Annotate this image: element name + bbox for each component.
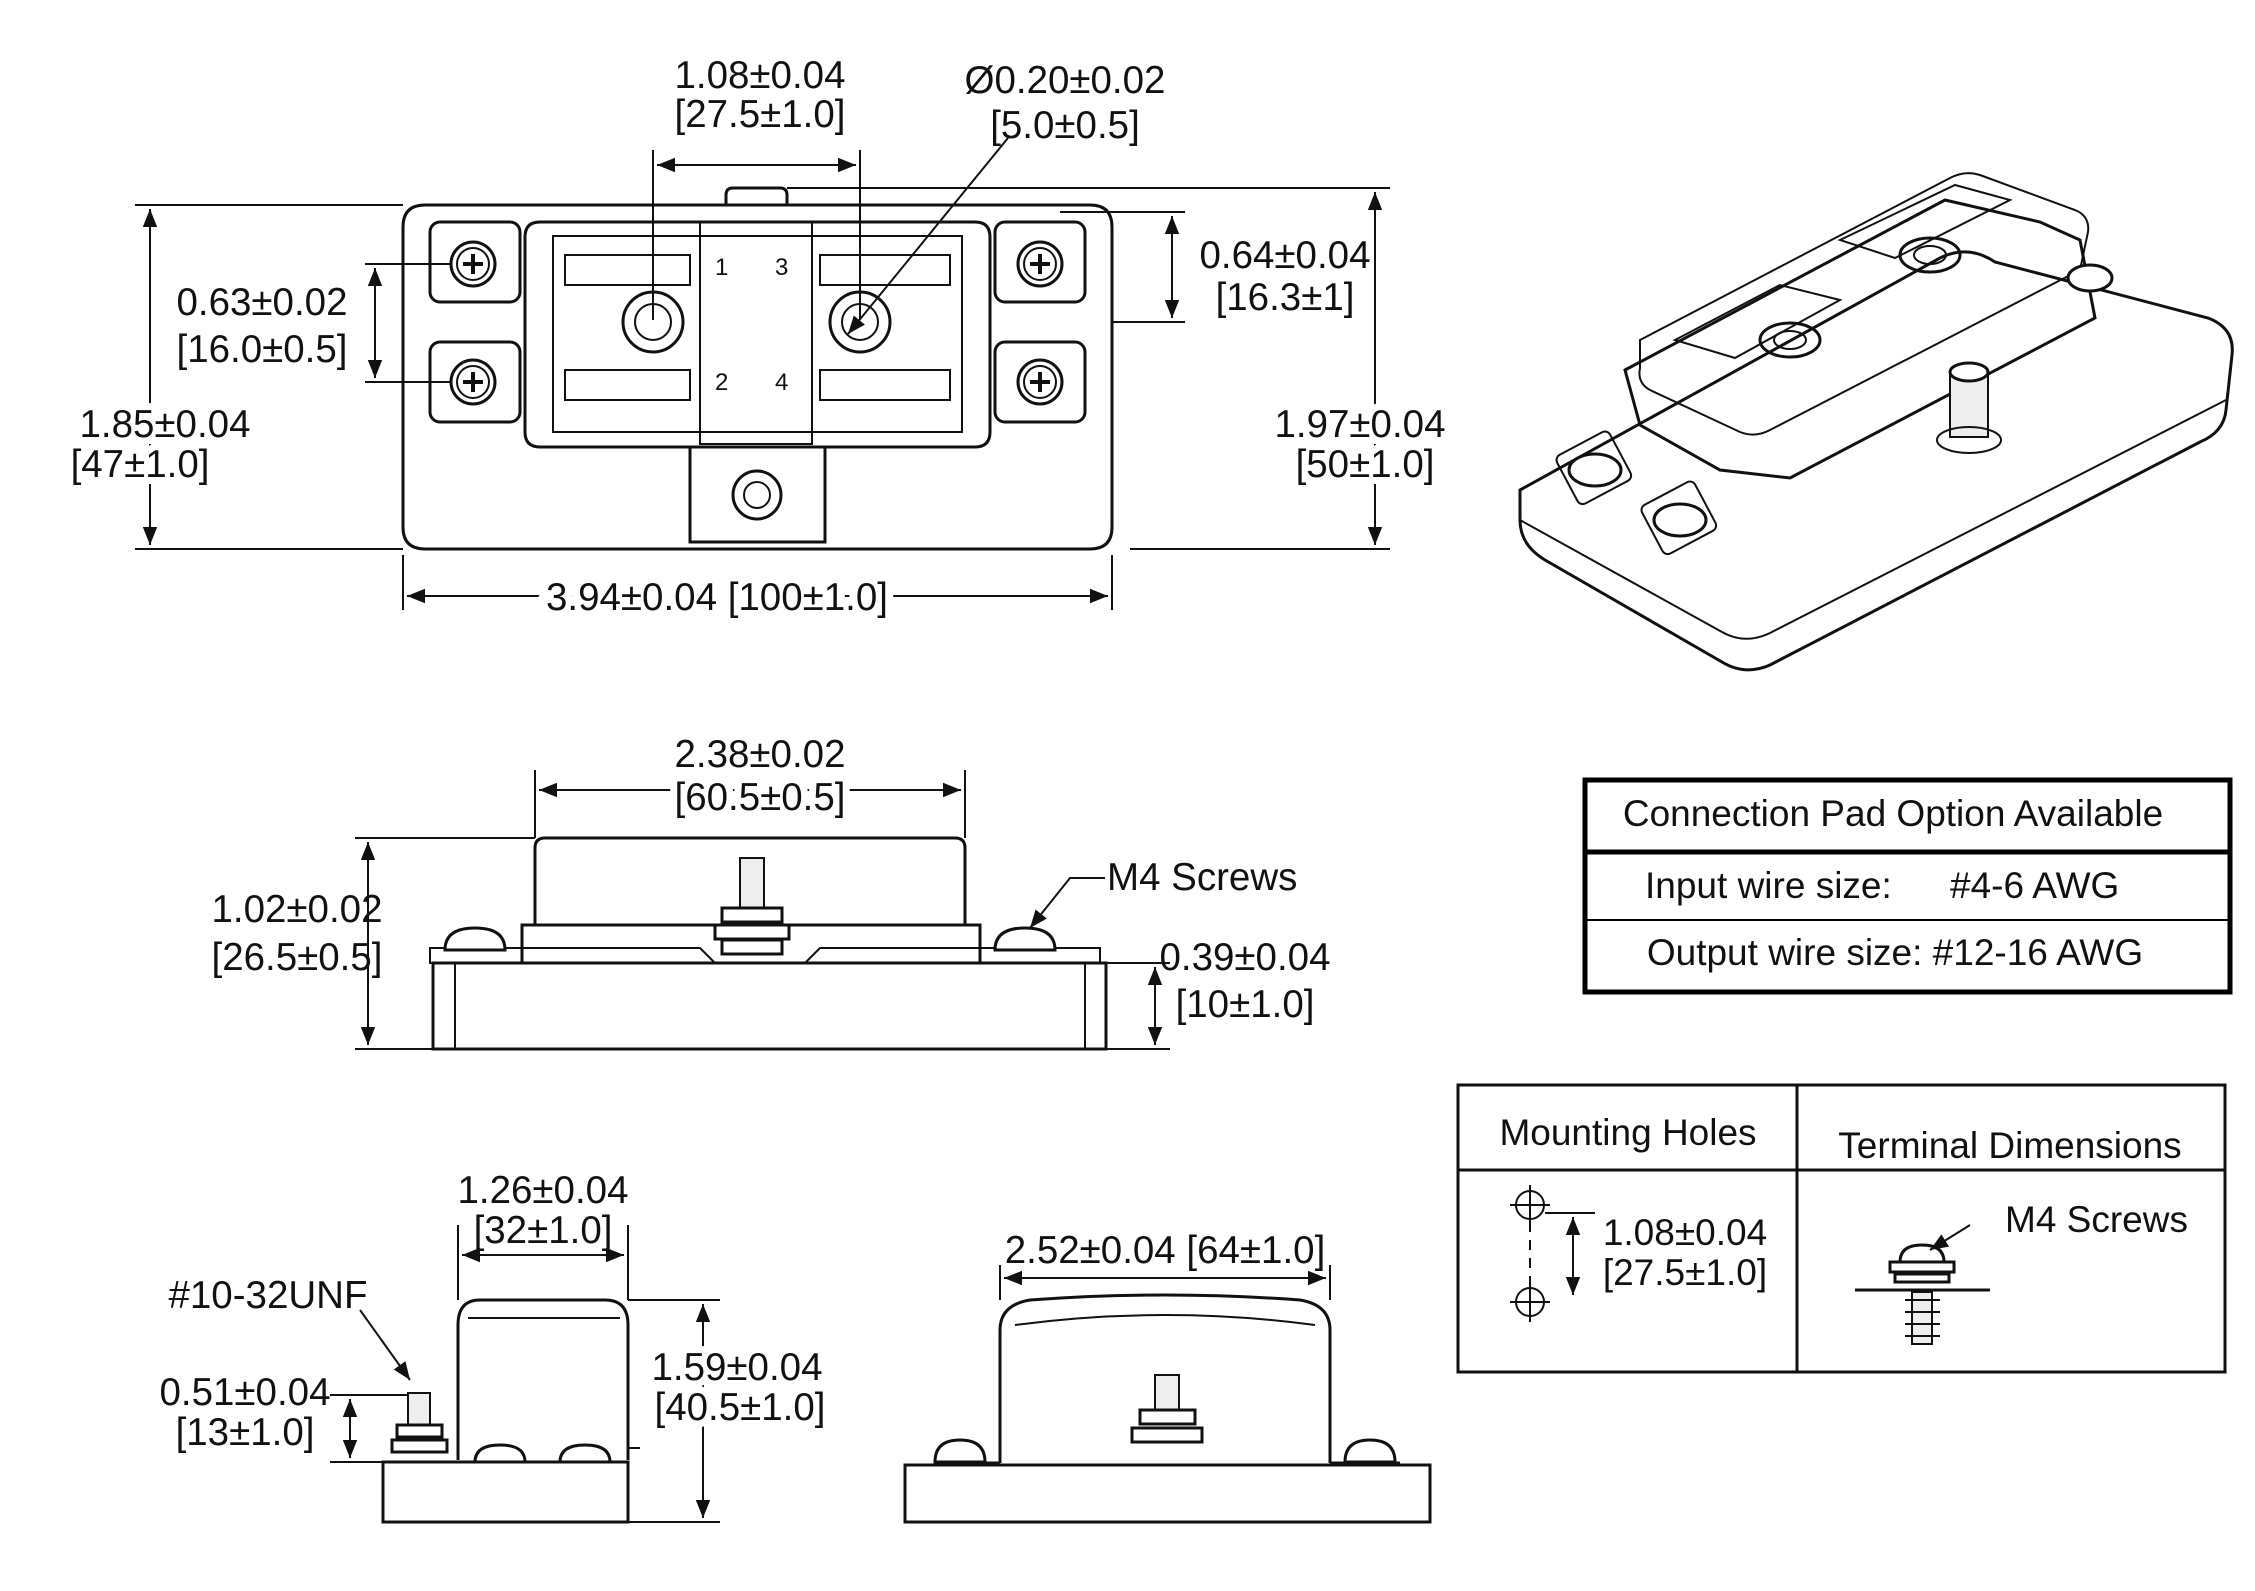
output-wire-label: Output wire size: #12-16 AWG: [1647, 932, 2143, 973]
dim-total-height-mm: [26.5±0.5]: [212, 936, 383, 979]
side-m4-screws-label: M4 Screws: [1107, 856, 1297, 899]
terminal-screw-icon: [1855, 1243, 1990, 1345]
mounting-holes-header: Mounting Holes: [1499, 1112, 1756, 1153]
terminal-m4-screws-label: M4 Screws: [2005, 1199, 2188, 1240]
terminal-dimensions-header: Terminal Dimensions: [1838, 1125, 2181, 1166]
end-view: 1.26±0.04 [32±1.0] #10-32UNF 0.51±0.04 […: [160, 1169, 832, 1524]
dim-hole-diameter: Ø0.20±0.02: [965, 59, 1166, 102]
connection-table-title: Connection Pad Option Available: [1623, 793, 2163, 834]
rear-dim-width: 2.52±0.04 [64±1.0]: [1005, 1229, 1326, 1272]
dim-base-height-mm: [10±1.0]: [1176, 983, 1315, 1026]
slot-number-4: 4: [775, 369, 788, 396]
hole-spacing-mm: [27.5±1.0]: [1603, 1252, 1767, 1293]
dim-right-pitch: 0.64±0.04: [1200, 234, 1371, 277]
end-dim-cover-width: 1.26±0.04: [458, 1169, 629, 1212]
slot-number-1: 1: [715, 254, 728, 281]
end-dim-height-mm: [40.5±1.0]: [655, 1386, 826, 1429]
dim-right-pitch-mm: [16.3±1]: [1216, 276, 1355, 319]
dim-height-right-mm: [50±1.0]: [1296, 443, 1435, 486]
dim-height-left: 1.85±0.04: [80, 403, 251, 446]
hole-spacing: 1.08±0.04: [1603, 1212, 1767, 1253]
end-dim-height: 1.59±0.04: [652, 1346, 823, 1389]
dim-fuse-spacing-mm: [27.5±1.0]: [675, 93, 846, 136]
end-dim-cover-width-mm: [32±1.0]: [474, 1209, 613, 1252]
slot-number-2: 2: [715, 369, 728, 396]
top-view: 1 3 2 4 1.08±0.04 [27.5±1.0] Ø0.20±0.02 …: [64, 54, 1453, 627]
dim-cover-width: 2.38±0.02: [675, 733, 846, 776]
dim-terminal-pitch-mm: [16.0±0.5]: [177, 328, 348, 371]
dim-hole-diameter-mm: [5.0±0.5]: [990, 104, 1140, 147]
dim-stud-height-mm: [13±1.0]: [176, 1411, 315, 1454]
stud-thread-label: #10-32UNF: [168, 1274, 367, 1317]
input-wire-value: #4-6 AWG: [1950, 865, 2119, 906]
mounting-holes-table: Mounting Holes Terminal Dimensions 1.08±…: [1456, 1083, 2227, 1374]
dim-total-height: 1.02±0.02: [212, 888, 383, 931]
isometric-view: [1518, 172, 2234, 672]
slot-number-3: 3: [775, 254, 788, 281]
dim-height-left-mm: [47±1.0]: [71, 443, 210, 486]
connection-pad-table: Connection Pad Option Available Input wi…: [1582, 777, 2233, 995]
dim-fuse-spacing: 1.08±0.04: [675, 54, 846, 97]
input-wire-label: Input wire size:: [1645, 865, 1892, 906]
side-view: 2.38±0.02 [60.5±0.5] 1.02±0.02 [26.5±0.5…: [212, 733, 1331, 1051]
dim-terminal-pitch: 0.63±0.02: [177, 281, 348, 324]
dim-width: 3.94±0.04 [100±1.0]: [546, 576, 888, 619]
dim-height-right: 1.97±0.04: [1275, 403, 1446, 446]
dim-base-height: 0.39±0.04: [1160, 936, 1331, 979]
dim-cover-width-mm: [60.5±0.5]: [675, 776, 846, 819]
dim-stud-height: 0.51±0.04: [160, 1371, 331, 1414]
rear-view: 2.52±0.04 [64±1.0]: [903, 1229, 1432, 1524]
